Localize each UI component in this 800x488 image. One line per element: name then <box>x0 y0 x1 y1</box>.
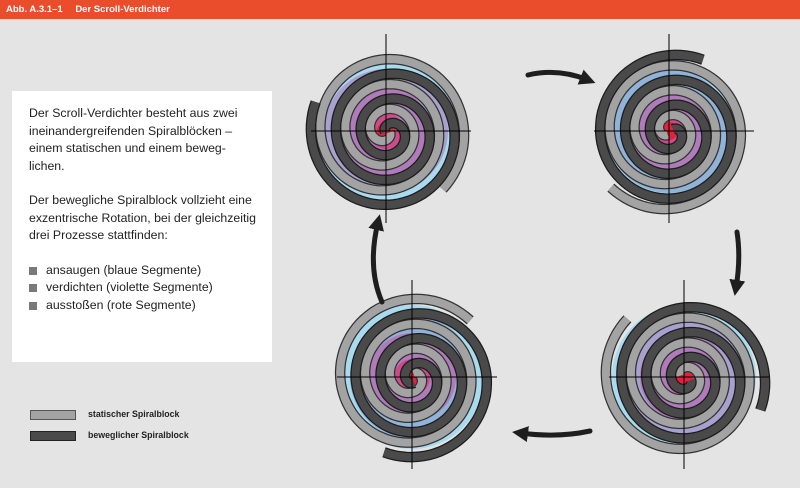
process-label: verdichten (violette Segmente) <box>46 280 213 294</box>
static-scroll <box>601 313 754 453</box>
process-list: ansaugen (blaue Segmente) verdichten (vi… <box>29 262 258 315</box>
legend-swatch-static <box>30 410 76 420</box>
square-bullet-icon <box>29 284 37 292</box>
description-paragraph-2: Der bewegliche Spiralblock vollzieht ein… <box>29 193 256 242</box>
description-panel: Der Scroll-Verdichter besteht aus zwei i… <box>12 91 272 362</box>
legend-label: statischer Spiralblock <box>88 409 180 419</box>
stage-top-right <box>594 34 754 223</box>
process-item-compression: verdichten (violette Segmente) <box>29 279 258 297</box>
arrow-up <box>368 214 385 305</box>
moving-scroll <box>596 50 736 203</box>
static-scroll <box>316 55 469 195</box>
process-item-suction: ansaugen (blaue Segmente) <box>29 262 258 280</box>
process-label: ansaugen (blaue Segmente) <box>46 262 202 277</box>
moving-scroll <box>617 303 770 443</box>
moving-scroll <box>306 69 459 209</box>
figure-number: Abb. A.3.1–1 <box>6 4 63 15</box>
figure-title: Der Scroll-Verdichter <box>75 4 170 15</box>
arrow-down <box>729 229 746 296</box>
legend-swatch-moving <box>30 431 76 441</box>
description-paragraph-1: Der Scroll-Verdichter besteht aus zwei i… <box>29 106 238 173</box>
process-label: ausstoßen (rote Segmente) <box>46 297 196 312</box>
arrow-left <box>512 426 593 442</box>
arrow-right <box>525 69 596 85</box>
legend-label: beweglicher Spiralblock <box>88 430 189 440</box>
process-item-discharge: ausstoßen (rote Segmente) <box>29 297 258 315</box>
static-scroll <box>336 294 476 447</box>
stage-top-left <box>305 34 471 223</box>
square-bullet-icon <box>29 266 37 275</box>
moving-scroll <box>351 309 491 462</box>
stage-bottom-left <box>334 280 497 469</box>
static-scroll <box>605 61 745 214</box>
figure-header: Abb. A.3.1–1 Der Scroll-Verdichter <box>0 0 800 19</box>
stage-bottom-right <box>600 280 771 469</box>
square-bullet-icon <box>29 301 37 310</box>
